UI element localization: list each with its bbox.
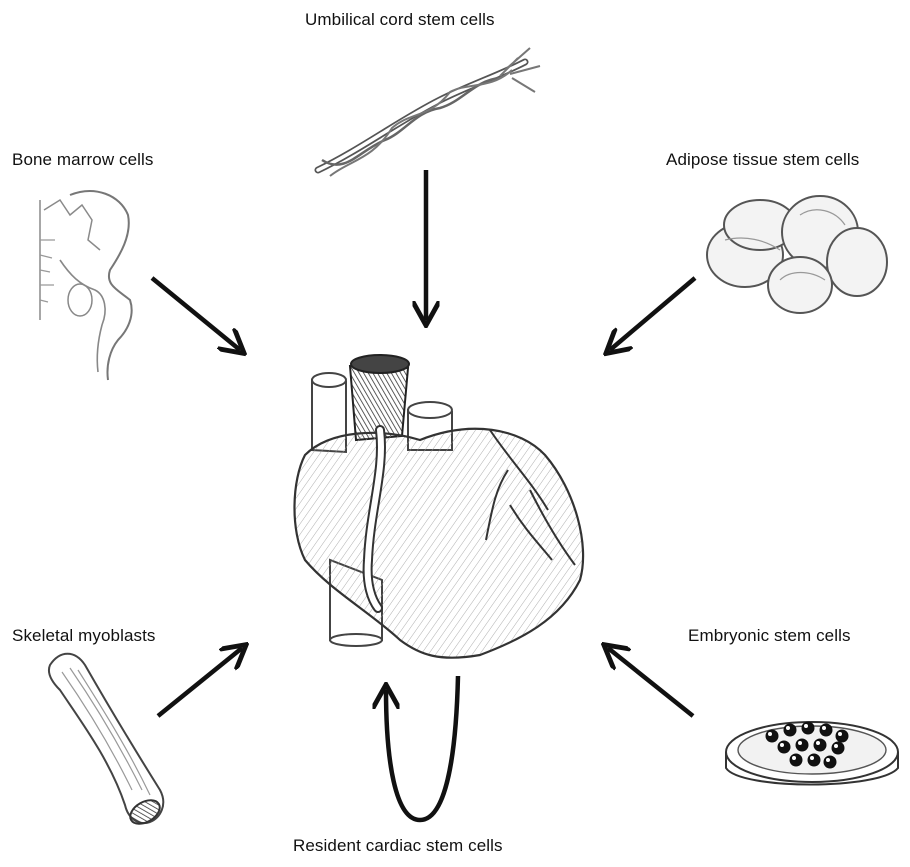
arrow-from-embryonic xyxy=(608,648,693,716)
umbilical-cord-icon xyxy=(318,48,540,176)
arrow-resident-loop xyxy=(386,676,458,820)
pelvis-bone-icon xyxy=(40,191,132,380)
arrow-from-adipose xyxy=(610,278,695,350)
arrow-from-bone-marrow xyxy=(152,278,240,350)
arrow-from-skeletal xyxy=(158,648,242,716)
petri-dish-icon xyxy=(726,722,898,785)
fat-cells-icon xyxy=(707,196,887,313)
heart-icon xyxy=(294,355,583,658)
muscle-fiber-icon xyxy=(49,654,164,829)
